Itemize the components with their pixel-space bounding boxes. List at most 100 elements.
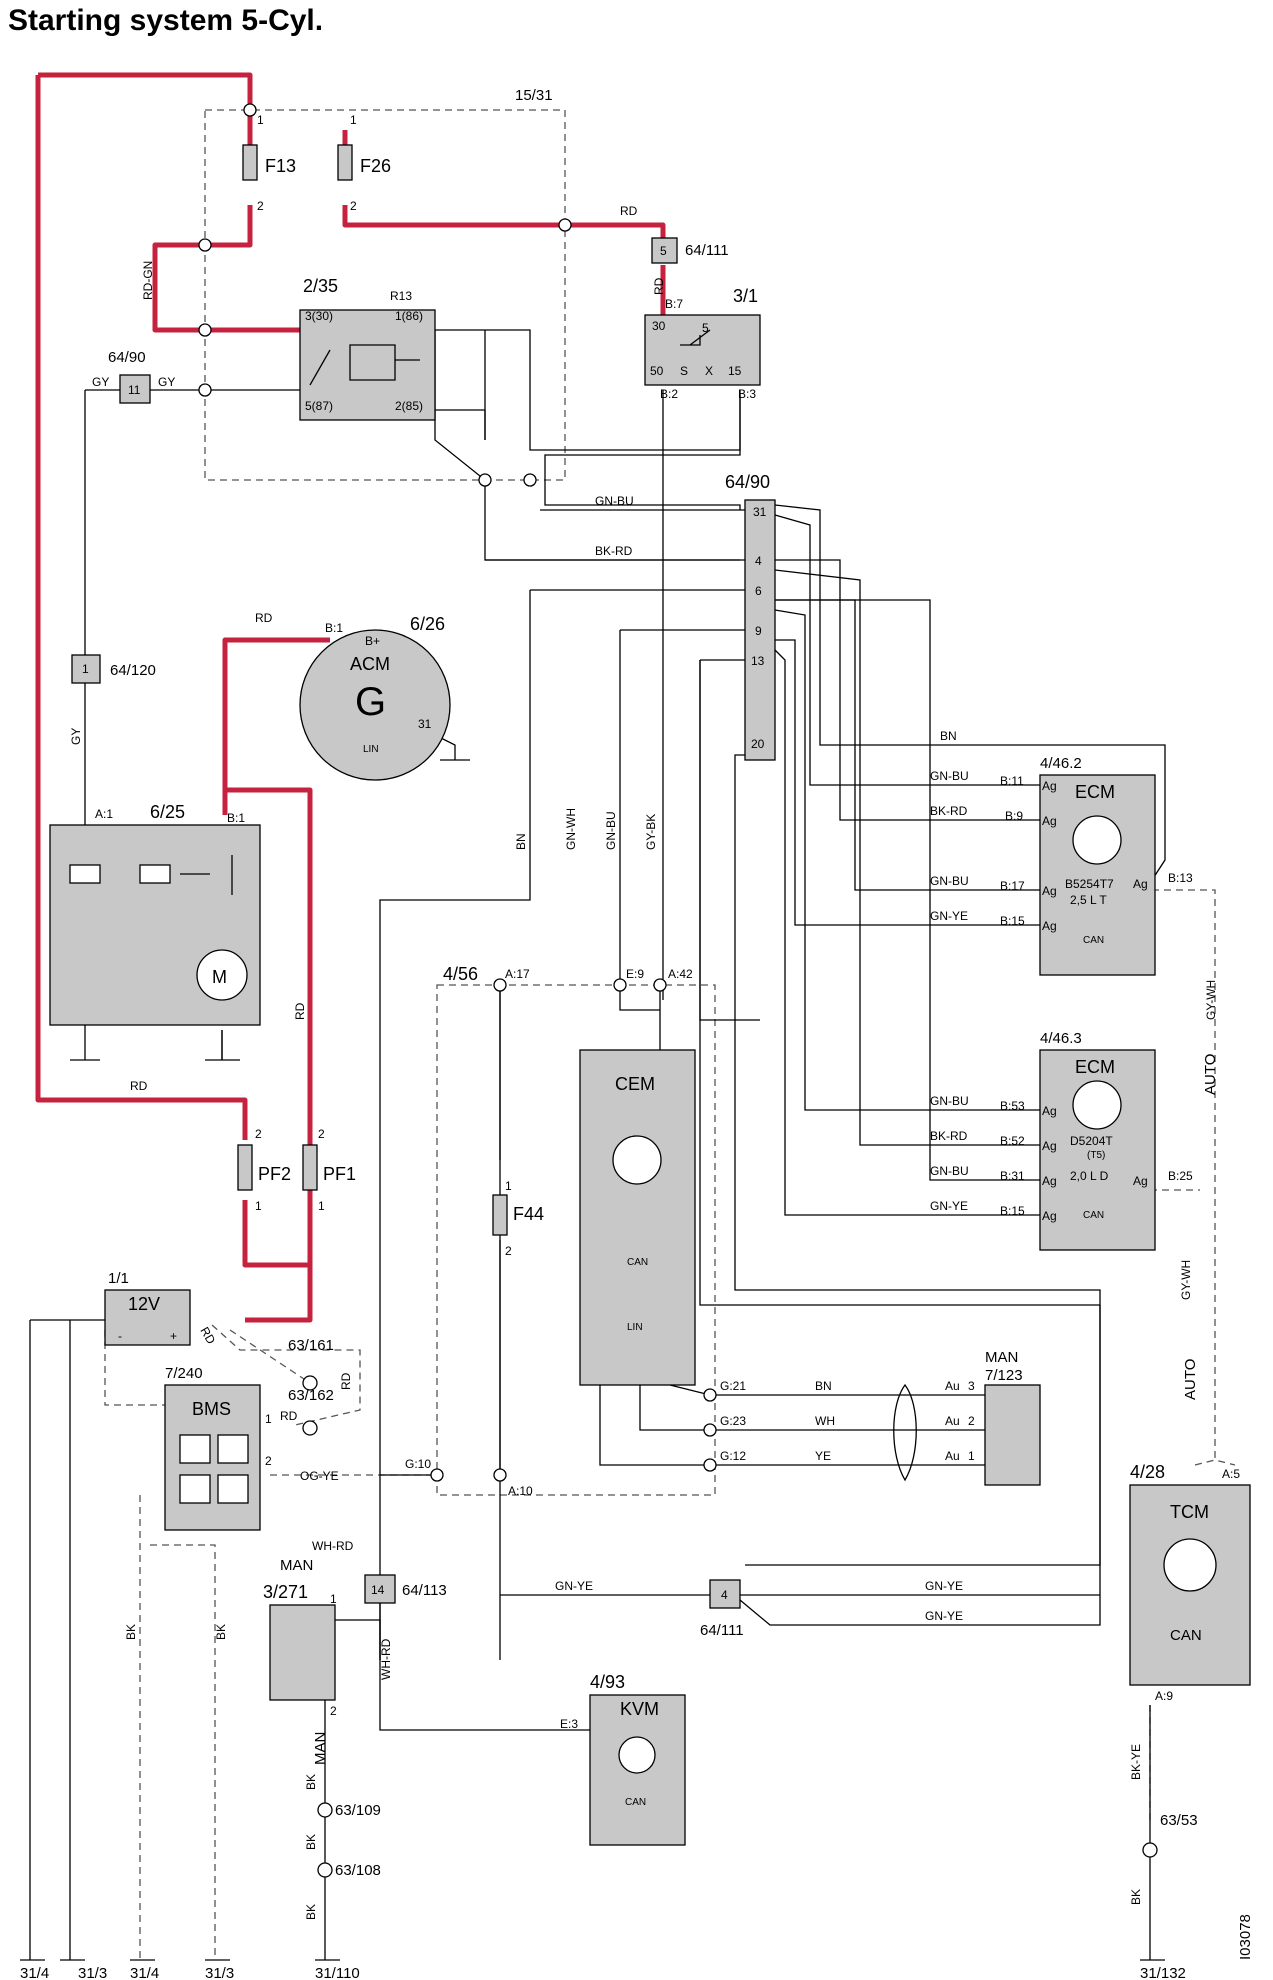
connector-64-120-pin: 1 [82, 662, 89, 676]
splice-nodes [198, 103, 1158, 1878]
pin-ag-ecm2-out: Ag [1133, 1174, 1148, 1188]
kvm-transistor [618, 1736, 656, 1774]
pin-bms-2: 2 [265, 1454, 272, 1468]
pin-a5: A:5 [1222, 1467, 1240, 1481]
connector-64-120-label: 64/120 [110, 662, 156, 679]
cem-label: CEM [615, 1074, 655, 1094]
fuse-pf1 [302, 1144, 318, 1191]
fuse-f44-label: F44 [513, 1204, 544, 1224]
pin-b9: B:9 [1005, 809, 1023, 823]
kvm-label: KVM [620, 1699, 659, 1719]
wire-label-bk-rd-ecm2: BK-RD [930, 1129, 968, 1143]
ecm2-size-label: 2,0 L D [1070, 1169, 1109, 1183]
wire-label-rd-alt: RD [255, 611, 273, 625]
red-pf2-to-battery [242, 1140, 313, 1268]
pin-5-87-label: 5(87) [305, 399, 333, 413]
generator-g-label: G [355, 680, 386, 724]
starter-solenoid-2 [139, 864, 171, 884]
pin-au-1: Au [945, 1449, 960, 1463]
fuse-pf2 [237, 1144, 253, 1191]
ground-63-109-label: 63/109 [335, 1802, 381, 1819]
red-f26-to-ign [342, 130, 666, 315]
pin-b52: B:52 [1000, 1134, 1025, 1148]
wire-label-rd-pf1: RD [293, 1002, 307, 1020]
ground-31-3-b: 31/3 [205, 1965, 234, 1980]
wire-label-gn-bu-ecm1b: GN-BU [930, 874, 969, 888]
wire-gn-bu-9 [619, 629, 760, 985]
wire-gn-ye-ecm1 [775, 639, 1040, 926]
battery-box [104, 1289, 191, 1346]
wire-label-bk-5: BK [304, 1904, 318, 1920]
bms-lin-cell [217, 1474, 249, 1504]
auto-label-1: AUTO [1202, 1054, 1219, 1095]
wire-label-gn-ye-ecm2: GN-YE [930, 1199, 968, 1213]
pin-a10: A:10 [508, 1484, 533, 1498]
wire-label-bn-ecm: BN [940, 729, 957, 743]
pin-f13-2: 2 [257, 199, 264, 213]
connector-64-90-mid-label: 64/90 [725, 472, 770, 492]
ign-15-label: 15 [728, 364, 742, 378]
wire-label-wh-rd-2: WH-RD [379, 1638, 393, 1680]
starter-label: 6/25 [150, 802, 185, 822]
fuse-f13-label: F13 [265, 156, 296, 176]
relay-box-label: 15/31 [515, 87, 553, 104]
ign-b7-label: B:7 [665, 297, 683, 311]
ground-31-4-b: 31/4 [130, 1965, 159, 1980]
wire-label-gy-vertical: GY [69, 728, 83, 745]
starter-b1-label: B:1 [227, 811, 245, 825]
conn-pin-31: 31 [753, 505, 767, 519]
battery-label: 1/1 [108, 1270, 129, 1287]
ignition-label: 3/1 [733, 286, 758, 306]
alternator-b1-label: B:1 [325, 621, 343, 635]
pin-2-85-label: 2(85) [395, 399, 423, 413]
wire-bn-ecm [774, 504, 1166, 881]
pin-a17: A:17 [505, 967, 530, 981]
connector-64-113-pin: 14 [371, 1583, 385, 1597]
wire-labels: RD RD-GN RD GY GY GY GN-BU BK-RD RD BN G… [69, 204, 1218, 1920]
connector-64-113-box [364, 1574, 396, 1604]
cem-can-label: CAN [627, 1257, 648, 1268]
wire-label-rd-63-162: RD [280, 1409, 298, 1423]
pin-1-86-label: 1(86) [395, 309, 423, 323]
ecm1-size-label: 2,5 L T [1070, 893, 1107, 907]
pin-b53: B:53 [1000, 1099, 1025, 1113]
pin-f44-1: 1 [505, 1179, 512, 1193]
pin-num-1: 1 [968, 1449, 975, 1463]
ecm2-sub-label: (T5) [1087, 1150, 1105, 1161]
connector-64-90-top-label: 64/90 [108, 349, 146, 366]
pin-f26-1: 1 [350, 113, 357, 127]
wire-gn-bu-ecm1 [774, 514, 1040, 786]
wire-gn-ye-ecm2 [774, 649, 1040, 1216]
wire-label-gy-bk: GY-BK [644, 814, 658, 850]
wire-label-bk-ye: BK-YE [1129, 1744, 1143, 1780]
wire-label-wh-rd-1: WH-RD [312, 1539, 354, 1553]
cem-transistor [612, 1135, 662, 1185]
ecm2-label: ECM [1075, 1057, 1115, 1077]
cem-lin-label: LIN [627, 1322, 643, 1333]
connector-64-111-bot-label: 64/111 [700, 1622, 744, 1639]
wire-cem-to-gear-sensor [599, 1384, 985, 1466]
clutch-label: 3/271 [263, 1582, 308, 1602]
wire-label-bk-3: BK [304, 1774, 318, 1790]
pin-b31: B:31 [1000, 1169, 1025, 1183]
wire-label-gn-ye-bot3: GN-YE [925, 1609, 963, 1623]
relay-switch-symbol [309, 344, 420, 386]
component-labels: 15/31 F13 F26 2/35 R13 3(30) 1(86) 5(87)… [82, 87, 1254, 1960]
cem-ref-label: 4/56 [443, 964, 478, 984]
wire-label-bk-2: BK [214, 1624, 228, 1640]
pin-b13: B:13 [1168, 871, 1193, 885]
ign-b2-label: B:2 [660, 387, 678, 401]
alternator-31-label: 31 [418, 717, 432, 731]
ignition-switch-box [644, 314, 761, 386]
pin-f13-1: 1 [257, 113, 264, 127]
acm-label: ACM [350, 654, 390, 674]
wire-label-gn-bu-9: GN-BU [604, 811, 618, 850]
fuse-f44 [492, 1194, 508, 1236]
fuse-pf2-label: PF2 [258, 1164, 291, 1184]
bms-u-cell [217, 1434, 249, 1464]
ign-b3-wire [544, 390, 741, 510]
pin-b15-ecm1: B:15 [1000, 914, 1025, 928]
pin-clutch-1: 1 [330, 1592, 337, 1606]
wire-gn-ye-64-111 [500, 1305, 1101, 1626]
